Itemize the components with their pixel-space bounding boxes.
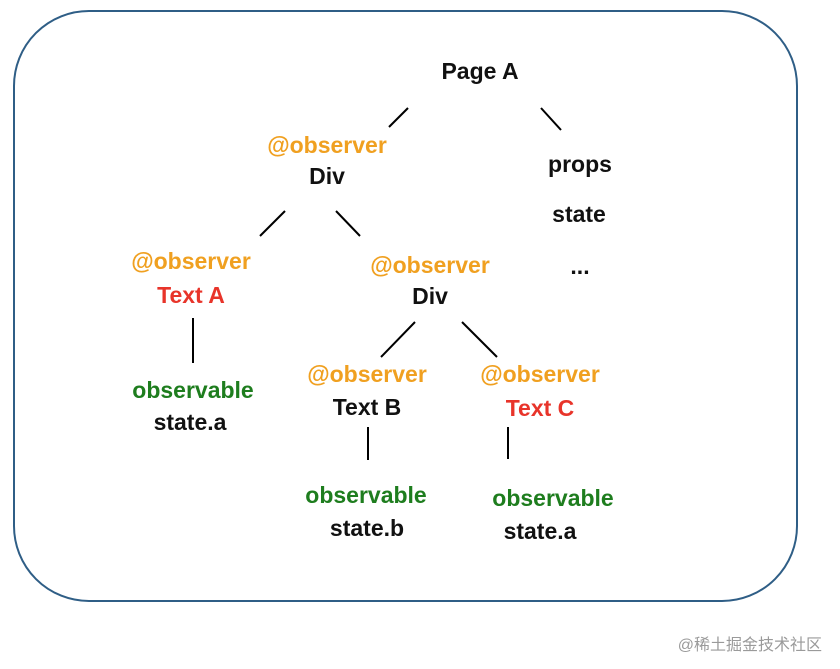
state-b-value: state.b bbox=[329, 515, 405, 541]
node-div-2: Div bbox=[412, 283, 448, 309]
edge-page-props bbox=[540, 107, 562, 131]
edge-div-div2 bbox=[335, 210, 361, 237]
node-props: props bbox=[548, 151, 612, 177]
node-div: Div bbox=[309, 163, 345, 189]
observable-label-c: observable bbox=[492, 485, 614, 511]
edge-div2-textc bbox=[461, 321, 498, 358]
watermark: @稀土掘金技术社区 bbox=[677, 637, 822, 654]
text-a-observer-decorator: @observer bbox=[131, 248, 251, 274]
state-a-value: state.a bbox=[153, 409, 227, 435]
node-state: state bbox=[552, 201, 606, 227]
div1-observer-decorator: @observer bbox=[267, 132, 387, 158]
diagram-frame bbox=[13, 10, 798, 602]
node-text-b: Text B bbox=[332, 394, 402, 420]
observable-label-b: observable bbox=[305, 482, 427, 508]
observable-label-a: observable bbox=[132, 377, 254, 403]
node-text-a: Text A bbox=[157, 282, 225, 308]
edge-div-texta bbox=[259, 210, 286, 237]
text-c-observer-decorator: @observer bbox=[480, 361, 600, 387]
node-text-c: Text C bbox=[505, 395, 575, 421]
text-b-observer-decorator: @observer bbox=[307, 361, 427, 387]
node-page-a: Page A bbox=[441, 58, 519, 84]
div2-observer-decorator: @observer bbox=[370, 252, 490, 278]
edge-page-div bbox=[388, 107, 409, 128]
edge-div2-textb bbox=[380, 321, 416, 358]
state-a-value-2: state.a bbox=[503, 518, 577, 544]
node-ellipsis: ... bbox=[570, 253, 590, 279]
